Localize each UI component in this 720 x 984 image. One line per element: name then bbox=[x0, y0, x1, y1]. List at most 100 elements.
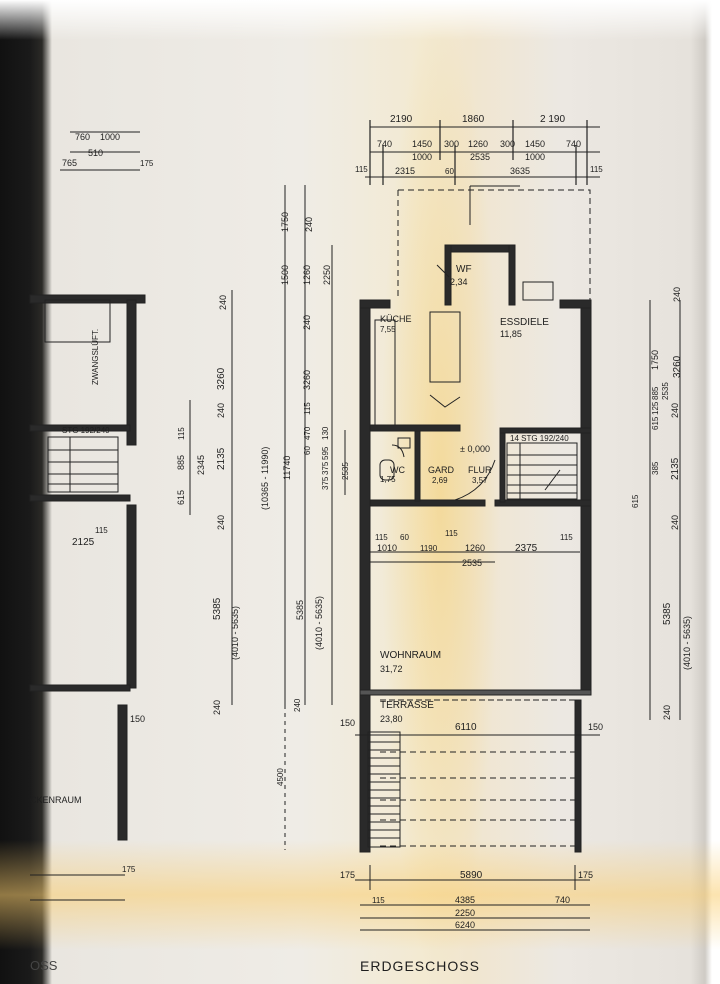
dim-text: 5385 bbox=[212, 597, 223, 620]
wall-flur-bottom bbox=[494, 499, 592, 507]
dim-text: 175 bbox=[122, 865, 136, 874]
left-room-label: CKENRAUM bbox=[30, 795, 82, 805]
dim-text: 4500 bbox=[276, 768, 285, 786]
dim-text: 240 bbox=[302, 315, 312, 330]
dim-text: 175 bbox=[140, 159, 154, 168]
dim-text: 6240 bbox=[455, 920, 475, 930]
wall-stair-left bbox=[499, 429, 506, 503]
room-essdiele-area: 11,85 bbox=[500, 329, 522, 339]
dim-text: 740 bbox=[555, 895, 570, 905]
room-wohnraum: WOHNRAUM bbox=[380, 650, 441, 661]
flur-door-arc bbox=[454, 459, 496, 501]
dim-text: (4010 - 5635) bbox=[682, 616, 692, 670]
dim-text: 1450 bbox=[412, 139, 432, 149]
dim-text: 60 bbox=[400, 533, 409, 542]
dim-text: 595 bbox=[321, 446, 330, 460]
dim-text: 3260 bbox=[216, 367, 227, 390]
dim-text: 11740 bbox=[282, 456, 292, 480]
dim-text: 2535 bbox=[462, 558, 482, 568]
dim-text: 115 bbox=[355, 165, 368, 174]
dim-text: 1190 bbox=[420, 544, 438, 553]
room-flur: FLUR bbox=[468, 465, 492, 475]
dim-text: 2535 bbox=[341, 462, 350, 480]
room-wf: WF bbox=[456, 264, 472, 275]
dim-text: 1000 bbox=[412, 152, 432, 162]
dim-text: 765 bbox=[62, 158, 77, 168]
dim-text: 240 bbox=[670, 403, 680, 418]
left-wall-top bbox=[29, 294, 146, 304]
room-terrasse-area: 23,80 bbox=[380, 714, 403, 724]
dim-text: 1000 bbox=[525, 152, 545, 162]
dim-text: 1860 bbox=[462, 114, 485, 125]
wall-top-left bbox=[359, 299, 391, 309]
left-stair-label: STG 192/240 bbox=[62, 426, 110, 435]
dim-text: 2135 bbox=[216, 447, 227, 470]
dim-text: 3260 bbox=[672, 355, 683, 378]
dim-text: 4385 bbox=[455, 895, 475, 905]
wall-terrace-right bbox=[574, 699, 582, 853]
dim-text: 5385 bbox=[295, 600, 305, 620]
dim-text: 1450 bbox=[525, 139, 545, 149]
wall-wf-left bbox=[444, 244, 452, 306]
room-wc: WC bbox=[390, 465, 405, 475]
dim-text: 5890 bbox=[460, 870, 483, 881]
left-zwang-label: ZWANGSLÜFT. bbox=[91, 329, 100, 385]
wall-wc-right bbox=[414, 430, 421, 502]
dim-text: 115 bbox=[375, 533, 388, 542]
wall-stair-top bbox=[499, 427, 592, 434]
dim-text: 470 bbox=[303, 426, 312, 440]
dim-text: 510 bbox=[88, 148, 103, 158]
dim-text: 2535 bbox=[661, 382, 670, 400]
room-gard-area: 2,69 bbox=[432, 476, 448, 485]
dim-text: 2190 bbox=[390, 114, 413, 125]
dim-text: 240 bbox=[672, 287, 682, 302]
dim-text: 2375 bbox=[515, 543, 538, 554]
dim-text: 240 bbox=[304, 217, 314, 232]
room-kueche: KÜCHE bbox=[380, 314, 412, 324]
wall-wf-right bbox=[508, 244, 516, 306]
dim-text: 300 bbox=[444, 139, 459, 149]
dim-text: 375 bbox=[321, 461, 330, 475]
dim-text: 2535 bbox=[470, 152, 490, 162]
dim-text: 60 bbox=[445, 167, 454, 176]
room-gard: GARD bbox=[428, 465, 455, 475]
dim-text: 115 bbox=[303, 402, 312, 415]
dim-text: 615 bbox=[651, 416, 660, 430]
dim-text: 385 bbox=[651, 461, 660, 475]
dim-text: 115 bbox=[590, 165, 603, 174]
dim-text: 885 bbox=[176, 455, 186, 470]
dim-text: 240 bbox=[670, 515, 680, 530]
dim-text: 60 bbox=[303, 446, 312, 455]
chimney-shaft bbox=[522, 281, 554, 301]
dim-text: (10365 - 11990) bbox=[260, 447, 270, 510]
dim-text: 1000 bbox=[100, 132, 120, 142]
room-terrasse: TERRASSE bbox=[380, 700, 434, 711]
dim-text: 2315 bbox=[395, 166, 415, 176]
room-wohnraum-area: 31,72 bbox=[380, 664, 403, 674]
dim-text: 3635 bbox=[510, 166, 530, 176]
interior-stair bbox=[506, 442, 578, 500]
dim-text: 240 bbox=[662, 705, 672, 720]
dim-text: 115 bbox=[445, 529, 458, 538]
wall-terrace-line bbox=[359, 689, 592, 696]
wf-door bbox=[436, 264, 450, 278]
dim-text: 375 bbox=[321, 476, 330, 490]
room-kueche-area: 7,55 bbox=[380, 325, 396, 334]
dim-text: 5385 bbox=[662, 602, 673, 625]
kitchen-counter bbox=[374, 319, 396, 426]
wall-kitchen-bottom bbox=[369, 424, 461, 432]
dim-text: 1750 bbox=[280, 212, 290, 232]
dim-text: 2135 bbox=[670, 457, 681, 480]
dim-text: 760 bbox=[75, 132, 90, 142]
wc-basin bbox=[397, 437, 411, 449]
wall-right bbox=[580, 299, 592, 696]
stair-label: 14 STG 192/240 bbox=[510, 434, 569, 443]
room-essdiele: ESSDIELE bbox=[500, 317, 549, 328]
dim-text: 1260 bbox=[465, 543, 485, 553]
dim-text: 115 bbox=[372, 896, 385, 905]
dim-text: (4010 - 5635) bbox=[230, 606, 240, 660]
dim-text: 150 bbox=[340, 718, 355, 728]
dim-text: (4010 - 5635) bbox=[314, 596, 324, 650]
